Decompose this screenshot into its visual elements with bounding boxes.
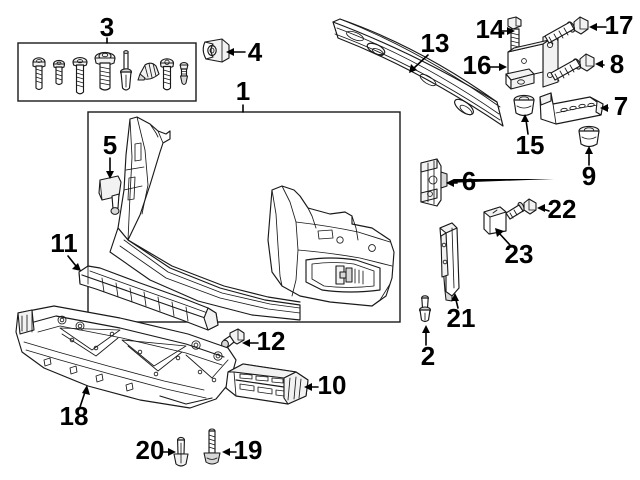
flange-head-screw[interactable]: [203, 428, 221, 465]
callout-6[interactable]: 6: [462, 166, 476, 196]
torx-head-screw: [159, 58, 175, 91]
callout-17[interactable]: 17: [605, 10, 634, 40]
large-flange-screw: [94, 51, 116, 91]
callout-18[interactable]: 18: [60, 401, 89, 431]
round-head-screw: [72, 57, 88, 95]
callout-19[interactable]: 19: [234, 435, 263, 465]
energy-absorber[interactable]: [78, 265, 219, 331]
callout-21[interactable]: 21: [447, 303, 476, 333]
long-pin-rivet: [119, 50, 133, 91]
callout-2[interactable]: 2: [421, 341, 435, 371]
hex-flange-bolt-upper[interactable]: [544, 16, 589, 45]
callout-13[interactable]: 13: [421, 28, 450, 58]
tow-hook-cover[interactable]: [98, 175, 122, 215]
callout-1[interactable]: 1: [236, 76, 250, 106]
lower-grille-insert[interactable]: [225, 363, 309, 405]
callout-15[interactable]: 15: [516, 130, 545, 160]
corner-spacer-block[interactable]: [483, 206, 507, 235]
fastener-kit-group[interactable]: [17, 37, 197, 102]
leader-lines: [67, 23, 609, 456]
hex-head-screw: [32, 57, 46, 91]
conical-expansion-nut: [137, 62, 160, 81]
vertical-stay-bracket[interactable]: [439, 222, 460, 302]
callout-8[interactable]: 8: [610, 49, 624, 79]
rubber-grommet-upper[interactable]: [513, 94, 535, 117]
bumper-cover-box[interactable]: [87, 111, 401, 323]
plastic-rivet-clip[interactable]: [221, 328, 245, 349]
callout-7[interactable]: 7: [614, 91, 628, 121]
short-hex-bolt[interactable]: [505, 198, 537, 220]
callout-16[interactable]: 16: [463, 50, 492, 80]
pan-head-screw: [52, 59, 66, 86]
callout-4[interactable]: 4: [248, 37, 263, 67]
push-pin-retainer[interactable]: [418, 295, 432, 323]
side-mounting-bracket[interactable]: [420, 158, 448, 207]
tow-eye-cover-cap[interactable]: [202, 38, 230, 63]
callout-3[interactable]: 3: [100, 12, 114, 42]
callout-22[interactable]: 22: [548, 194, 577, 224]
front-bumper-cover-assembly[interactable]: [109, 116, 395, 321]
small-push-rivet: [179, 62, 189, 86]
callout-23[interactable]: 23: [505, 239, 534, 269]
crash-box-bracket[interactable]: [505, 32, 559, 90]
callout-14[interactable]: 14: [476, 14, 505, 44]
upper-support-bracket[interactable]: [539, 92, 604, 125]
hex-flange-bolt[interactable]: [550, 53, 595, 82]
underbody-skid-plate[interactable]: [15, 305, 237, 409]
callout-20[interactable]: 20: [136, 435, 165, 465]
callout-labels: 3 4 1 5 13 14 16 17 8 7 15 9 6 22 23 21 …: [50, 10, 633, 465]
callout-5[interactable]: 5: [103, 130, 117, 160]
rubber-grommet[interactable]: [578, 125, 600, 148]
callout-10[interactable]: 10: [318, 370, 347, 400]
pin-type-fastener[interactable]: [173, 436, 189, 467]
callout-9[interactable]: 9: [582, 161, 596, 191]
bumper-cover-group[interactable]: [87, 104, 401, 323]
callout-12[interactable]: 12: [257, 326, 286, 356]
callout-11[interactable]: 11: [50, 228, 78, 258]
